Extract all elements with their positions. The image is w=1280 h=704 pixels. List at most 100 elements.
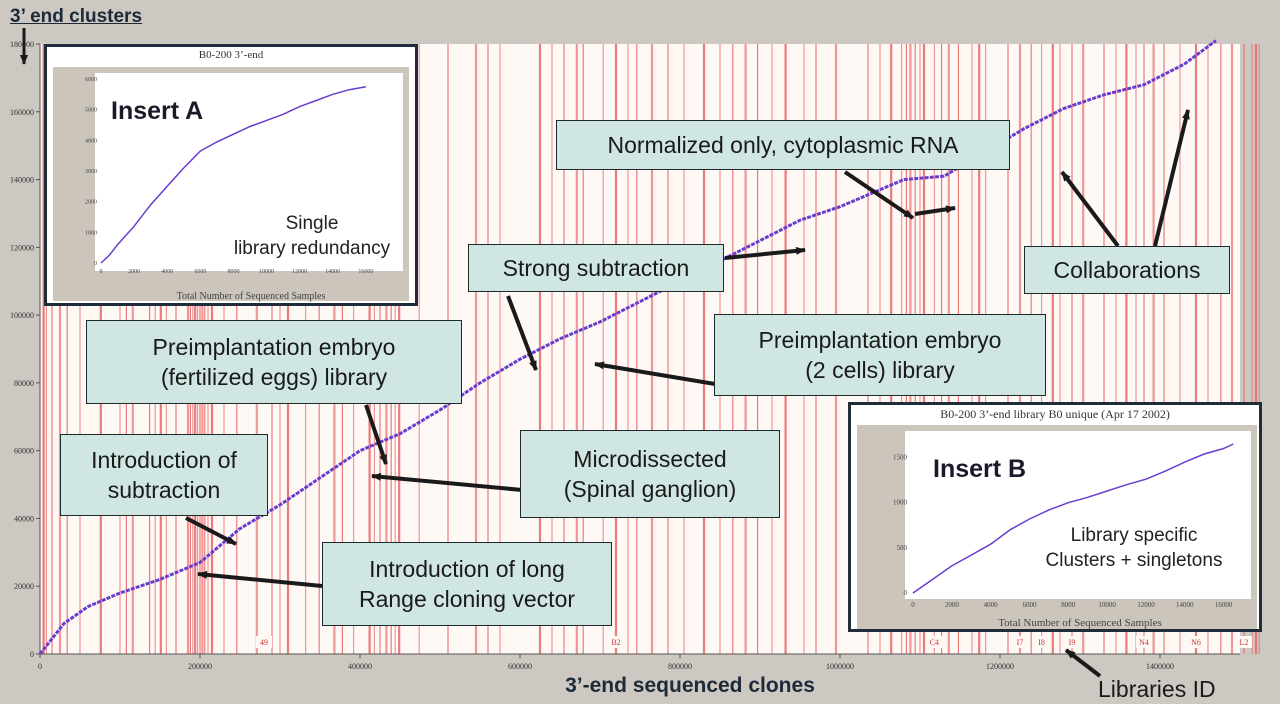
arrow-normalized-a (843, 170, 915, 220)
library-id-4: I8 (1038, 638, 1045, 647)
callout-intro-long: Introduction of long Range cloning vecto… (322, 542, 612, 626)
insert-b-x-tick-5: 10000 (1098, 601, 1116, 609)
y-axis-title: 3’ end clusters (10, 6, 143, 27)
insert-a-series-line (100, 85, 367, 264)
y-tick-8: 160000 (10, 108, 34, 117)
insert-a-x-tick-5: 10000 (259, 269, 274, 275)
callout-microdissected: Microdissected (Spinal ganglion) (520, 430, 780, 518)
library-id-bg-4 (1033, 636, 1050, 648)
insert-b-series-line (912, 443, 1234, 594)
insert-a-xlabel: Total Number of Sequenced Samples (176, 291, 326, 302)
insert-b-y-ticks: 0 500 1000 1500 (893, 454, 908, 597)
insert-b-x-tick-8: 16000 (1215, 601, 1233, 609)
arrow-strong (724, 246, 806, 260)
arrow-micro (371, 472, 523, 492)
main-series-line (38, 39, 1217, 655)
arrow-collab-2 (1153, 109, 1190, 247)
callout-intro-long-line1: Introduction of long (369, 556, 565, 582)
library-id-bg-7 (1188, 636, 1204, 648)
insert-a-caption: B0-200 3’-end (198, 49, 264, 61)
insert-a-label: Insert A (111, 97, 204, 125)
y-tick-0: 0 (30, 650, 34, 659)
insert-b-note: Library specific Clusters + singletons (1009, 523, 1259, 573)
insert-a-x-tick-1: 2000 (128, 269, 140, 275)
library-id-bg-2 (926, 636, 943, 648)
insert-a-x-tick-6: 12000 (292, 269, 307, 275)
insert-a-y-tick-5: 5000 (85, 108, 97, 114)
arrow-collab-1 (1060, 170, 1120, 248)
insert-a-y-tick-1: 1000 (85, 230, 97, 236)
insert-b-note-line1: Library specific (1070, 525, 1198, 546)
annotation-arrows (20, 28, 1190, 678)
library-id-8: L2 (1240, 638, 1249, 647)
callout-intro-subtraction: Introduction of subtraction (60, 434, 268, 516)
y-tick-9: 180000 (10, 40, 34, 49)
insert-a-note-line1: Single (285, 213, 339, 234)
arrow-pre-2cells (594, 361, 716, 386)
insert-a-note: Single library redundancy (217, 211, 407, 261)
callout-micro-line2: (Spinal ganglion) (563, 476, 737, 502)
arrow-pre-eggs (364, 404, 388, 465)
library-id-bg-1 (608, 636, 624, 648)
insert-b-y-tick-3: 1500 (893, 454, 908, 462)
library-id-1: B2 (611, 638, 620, 647)
arrow-libraries (1064, 648, 1102, 678)
insert-a-x-tick-4: 8000 (227, 269, 239, 275)
libraries-id-label: Libraries ID (1098, 676, 1216, 702)
insert-b-x-tick-0: 0 (911, 601, 915, 609)
y-tick-5: 100000 (10, 311, 34, 320)
x-tick-4: 800000 (668, 662, 692, 671)
y-tick-4: 80000 (14, 379, 34, 388)
callout-intro-long-line2: Range cloning vector (358, 586, 576, 612)
insert-b-y-tick-0: 0 (904, 589, 908, 597)
insert-a-x-tick-2: 4000 (161, 269, 173, 275)
x-tick-3: 600000 (508, 662, 532, 671)
insert-a-y-tick-3: 3000 (85, 169, 97, 175)
x-tick-7: 1400000 (1146, 662, 1174, 671)
library-id-bg-8 (1236, 636, 1252, 648)
insert-b-x-tick-4: 8000 (1061, 601, 1076, 609)
callout-pre-eggs-line2: (fertilized eggs) library (160, 364, 388, 390)
callout-normalized: Normalized only, cytoplasmic RNA (556, 120, 1010, 170)
arrow-intro-sub (185, 516, 237, 546)
insert-b-caption: B0-200 3’-end library B0 unique (Apr 17 … (940, 407, 1170, 421)
insert-b-y-tick-2: 1000 (893, 499, 908, 507)
insert-a-y-tick-2: 2000 (85, 200, 97, 206)
arrow-intro-long (197, 570, 323, 588)
x-tick-5: 1000000 (826, 662, 854, 671)
callout-strong-text: Strong subtraction (502, 255, 690, 281)
y-tick-2: 40000 (14, 514, 34, 523)
insert-b-x-tick-2: 4000 (984, 601, 999, 609)
callout-pre-eggs: Preimplantation embryo (fertilized eggs)… (86, 320, 462, 404)
insert-b-label: Insert B (933, 455, 1027, 483)
callout-collaborations: Collaborations (1024, 246, 1230, 294)
library-id-bg-5 (1064, 636, 1080, 648)
insert-b: B0-200 3’-end library B0 unique (Apr 17 … (848, 402, 1262, 632)
insert-b-note-line2: Clusters + singletons (1045, 550, 1223, 571)
callout-intro-sub-line2: subtraction (107, 477, 221, 503)
insert-a-x-tick-8: 16000 (358, 269, 373, 275)
x-tick-1: 200000 (188, 662, 212, 671)
x-tick-2: 400000 (348, 662, 372, 671)
library-id-5: I9 (1069, 638, 1076, 647)
insert-b-x-tick-1: 2000 (945, 601, 960, 609)
x-tick-6: 1200000 (986, 662, 1014, 671)
insert-b-x-tick-6: 12000 (1137, 601, 1155, 609)
insert-a-y-tick-0: 0 (94, 261, 97, 267)
callout-pre-2cells-line2: (2 cells) library (805, 357, 955, 383)
y-tick-1: 20000 (14, 582, 34, 591)
library-id-bg-6 (1136, 636, 1152, 648)
callout-pre-2cells-line1: Preimplantation embryo (758, 327, 1002, 353)
arrow-normalized-b (914, 205, 956, 216)
callout-intro-sub-line1: Introduction of (91, 447, 237, 473)
callout-micro-line1: Microdissected (573, 446, 727, 472)
y-tick-labels: 0200004000060000800001000001200001400001… (10, 40, 40, 659)
insert-b-y-tick-1: 500 (897, 544, 908, 552)
